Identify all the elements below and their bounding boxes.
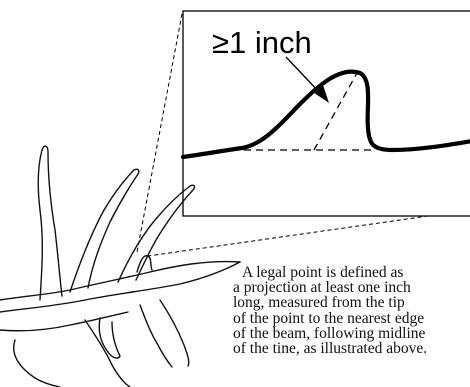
antler-drawing: [0, 145, 241, 387]
caption-line-4: of the point to the nearest edge: [233, 309, 425, 327]
caption-line-1: A legal point is defined as: [242, 264, 404, 281]
caption-line-6: of the tine, as illustrated above.: [233, 339, 428, 357]
magnified-inset: ≥1 inch: [180, 10, 470, 217]
inch-value: 1 inch: [229, 25, 312, 60]
greater-equal-symbol: ≥: [212, 25, 229, 60]
legal-point-caption: A legal point is defined as a projection…: [233, 264, 470, 357]
label-arrow: [285, 56, 329, 103]
caption-line-3: long, measured from the tip: [233, 294, 405, 312]
measurement-lines: [232, 72, 372, 151]
caption-line-2: a projection at least one inch: [233, 279, 411, 297]
inset-measurement-label: ≥1 inch: [212, 25, 312, 60]
inset-frame: [182, 10, 470, 217]
zoom-guide-lines: [136, 13, 470, 257]
beam-edge-curve: [180, 69, 470, 160]
caption-line-5: of the beam, following midline: [233, 324, 426, 342]
